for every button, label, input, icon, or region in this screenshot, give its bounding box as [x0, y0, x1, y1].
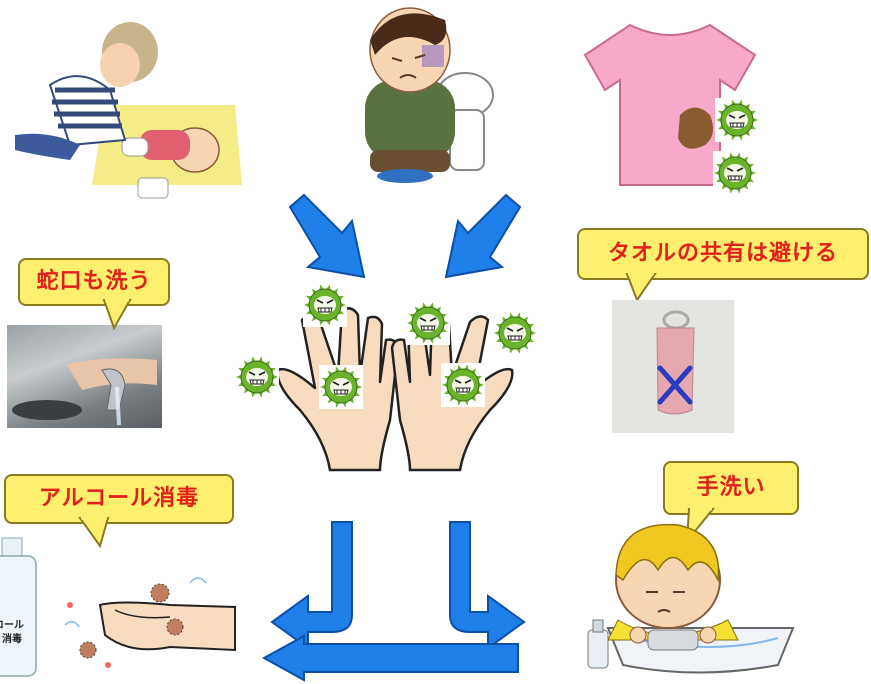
faucet-callout: 蛇口も洗う [18, 258, 170, 306]
alcohol-callout-text: アルコール消毒 [38, 486, 200, 511]
arrow-bottom-return [261, 634, 519, 682]
handwash-callout: 手洗い [663, 461, 799, 515]
arrow-bottom-left [270, 521, 353, 650]
faucet-photo [7, 325, 162, 428]
arrow-right-diagonal [444, 193, 522, 279]
bottle-label-line2: 消毒 [2, 634, 22, 645]
towel-callout: タオルの共有は避ける [577, 228, 869, 280]
alcohol-callout-tail [78, 516, 110, 549]
sanitizing-hands-illustration [60, 565, 240, 675]
handwashing-child-illustration [578, 520, 818, 680]
bottle-label-line1: コール [0, 620, 24, 631]
soiled-shirt-illustration [580, 20, 760, 195]
sick-child-illustration [340, 0, 500, 190]
towel-callout-tail [625, 272, 657, 303]
faucet-callout-tail [102, 298, 132, 331]
towel-photo [612, 300, 734, 433]
handwash-callout-text: 手洗い [696, 475, 766, 500]
faucet-callout-text: 蛇口も洗う [36, 269, 152, 294]
diaper-change-illustration [10, 10, 245, 205]
towel-callout-text: タオルの共有は避ける [607, 241, 838, 266]
arrow-bottom-right [449, 521, 526, 650]
alcohol-callout: アルコール消毒 [4, 474, 234, 524]
arrow-left-diagonal [288, 193, 366, 279]
alcohol-bottle: コール 消毒 [0, 537, 40, 678]
